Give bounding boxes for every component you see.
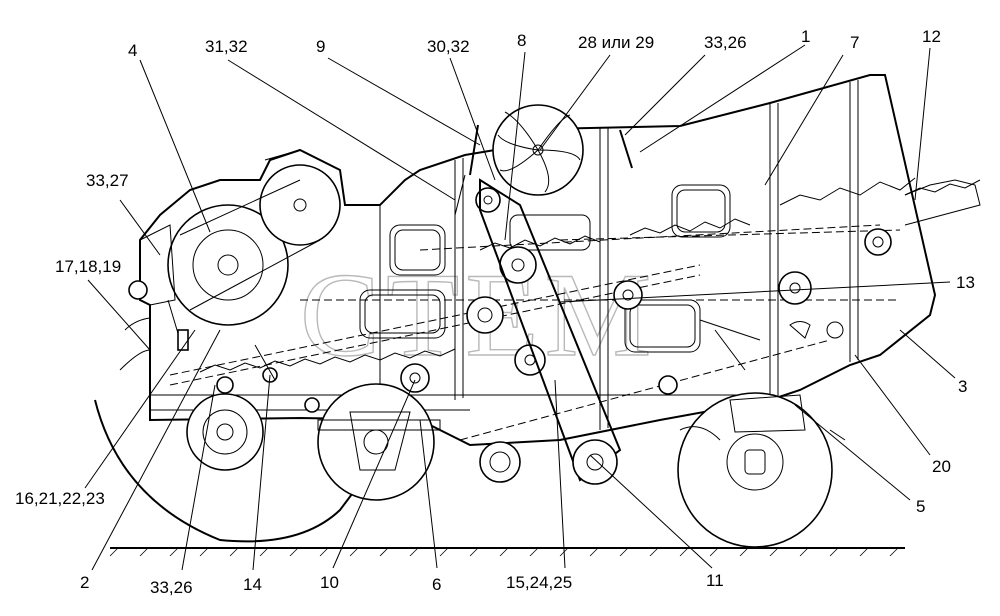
- pulleys: [128, 187, 892, 413]
- callout-31-32: 31,32: [205, 37, 248, 56]
- outlet-chute: [904, 179, 981, 226]
- callout-6: 6: [432, 575, 441, 594]
- callout-15-24-25: 15,24,25: [506, 573, 572, 592]
- callout-28-or-29: 28 или 29: [578, 33, 654, 52]
- callout-12: 12: [922, 27, 941, 46]
- callout-16-21-22-23: 16,21,22,23: [15, 489, 105, 508]
- callout-5: 5: [916, 497, 925, 516]
- callout-9: 9: [316, 37, 325, 56]
- middle-wheel: [317, 383, 441, 501]
- ground: [109, 547, 905, 557]
- callout-7: 7: [850, 33, 859, 52]
- reel-wheel: [492, 104, 584, 196]
- front-wheel: [94, 393, 356, 543]
- callout-10: 10: [320, 573, 339, 592]
- front-drum: [167, 149, 346, 326]
- callout-33-27: 33,27: [86, 171, 129, 190]
- callout-14: 14: [243, 575, 262, 594]
- callout-labels: 4 31,32 9 30,32 8 28 или 29 33,26 1 7 12…: [15, 27, 975, 597]
- callout-17-18-19: 17,18,19: [55, 257, 121, 276]
- callout-4: 4: [128, 41, 137, 60]
- leader-lines: [84, 44, 956, 571]
- callout-33-26-top: 33,26: [704, 33, 747, 52]
- linkages: [119, 124, 844, 381]
- callout-30-32: 30,32: [427, 37, 470, 56]
- inclined-conveyor: [479, 178, 622, 485]
- callout-3: 3: [958, 377, 967, 396]
- callout-33-26-bottom: 33,26: [150, 578, 193, 597]
- callout-11: 11: [706, 571, 724, 590]
- callout-1: 1: [801, 27, 810, 46]
- callout-20: 20: [932, 457, 951, 476]
- callout-13: 13: [956, 273, 975, 292]
- rear-wheel: [677, 392, 846, 548]
- callout-2: 2: [80, 573, 89, 592]
- callout-8: 8: [517, 31, 526, 50]
